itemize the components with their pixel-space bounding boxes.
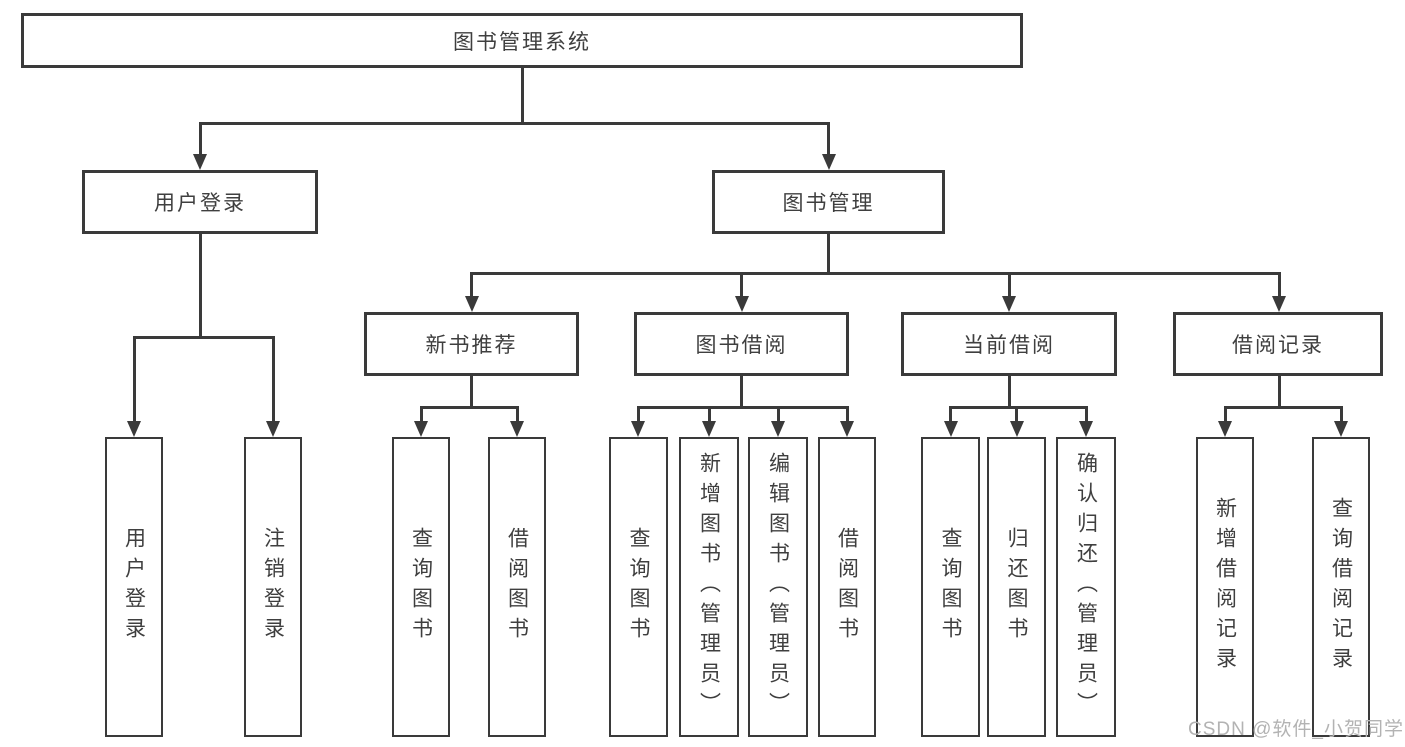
node-new-book-recommend: 新书推荐	[364, 312, 579, 376]
connector-line	[1277, 376, 1281, 406]
node-leaf-query-borrow-record-label: 查询借阅记录	[1329, 497, 1353, 677]
node-leaf-query-book-2-label: 查询图书	[627, 527, 650, 647]
connector-line	[520, 68, 524, 125]
node-leaf-edit-book-admin: 编辑图书（管理员）	[748, 437, 808, 737]
connector-line	[470, 376, 473, 406]
connector-line	[1223, 406, 1343, 409]
connector-line	[827, 234, 830, 272]
connector-line	[776, 406, 780, 423]
arrow-down-icon	[193, 154, 207, 170]
arrow-down-icon	[414, 421, 428, 437]
connector-line	[1007, 272, 1011, 298]
connector-line	[949, 406, 1087, 409]
node-leaf-query-book-2: 查询图书	[609, 437, 668, 737]
arrow-down-icon	[943, 421, 958, 437]
connector-line	[1007, 376, 1011, 406]
connector-line	[1084, 406, 1088, 423]
node-leaf-query-book-1: 查询图书	[392, 437, 450, 737]
node-current-borrow-label: 当前借阅	[963, 334, 1055, 357]
node-leaf-confirm-return-admin: 确认归还（管理员）	[1056, 437, 1116, 737]
node-leaf-add-book-admin-label: 新增图书（管理员）	[697, 452, 721, 722]
node-leaf-add-book-admin: 新增图书（管理员）	[679, 437, 739, 737]
arrow-down-icon	[1334, 421, 1348, 437]
connector-line	[636, 406, 640, 423]
connector-line	[827, 122, 830, 156]
connector-line	[1223, 406, 1227, 423]
node-leaf-confirm-return-admin-label: 确认归还（管理员）	[1074, 452, 1098, 722]
arrow-down-icon	[1218, 421, 1232, 437]
node-leaf-user-login: 用户登录	[105, 437, 163, 737]
arrow-down-icon	[510, 421, 524, 437]
connector-line	[419, 406, 519, 409]
arrow-down-icon	[1272, 296, 1286, 312]
node-leaf-edit-book-admin-label: 编辑图书（管理员）	[766, 452, 790, 722]
connector-line	[271, 336, 275, 423]
arrow-down-icon	[702, 421, 716, 437]
arrow-down-icon	[771, 421, 785, 437]
arrow-down-icon	[464, 296, 479, 312]
node-leaf-logout: 注销登录	[244, 437, 302, 737]
connector-line	[132, 336, 136, 423]
node-leaf-query-book-1-label: 查询图书	[409, 527, 433, 647]
watermark: CSDN @软件_小贺同学	[1188, 719, 1404, 740]
connector-line	[132, 336, 275, 339]
node-borrow-records: 借阅记录	[1173, 312, 1383, 376]
node-leaf-add-borrow-record: 新增借阅记录	[1196, 437, 1254, 737]
connector-line	[419, 406, 423, 423]
node-new-book-recommend-label: 新书推荐	[425, 334, 518, 357]
arrow-down-icon	[734, 296, 749, 312]
node-book-borrow: 图书借阅	[634, 312, 849, 376]
node-leaf-borrow-book-2-label: 借阅图书	[835, 527, 859, 647]
arrow-down-icon	[1079, 421, 1093, 437]
arrow-down-icon	[631, 421, 645, 437]
node-leaf-borrow-book-2: 借阅图书	[818, 437, 876, 737]
arrow-down-icon	[1002, 296, 1016, 312]
arrow-down-icon	[127, 421, 141, 437]
connector-line	[740, 272, 743, 298]
node-library-system: 图书管理系统	[21, 13, 1023, 68]
connector-line	[740, 376, 743, 406]
node-borrow-records-label: 借阅记录	[1232, 334, 1324, 357]
node-leaf-return-book-label: 归还图书	[1005, 527, 1028, 647]
node-leaf-add-borrow-record-label: 新增借阅记录	[1213, 497, 1237, 677]
node-leaf-query-borrow-record: 查询借阅记录	[1312, 437, 1370, 737]
node-library-system-label: 图书管理系统	[453, 30, 591, 54]
node-leaf-query-book-3: 查询图书	[921, 437, 980, 737]
arrow-down-icon	[266, 421, 280, 437]
node-user-login-label: 用户登录	[154, 192, 246, 215]
connector-line	[949, 406, 952, 423]
connector-line	[470, 272, 473, 298]
node-book-management-label: 图书管理	[782, 192, 875, 215]
arrow-down-icon	[821, 154, 836, 170]
connector-line	[198, 122, 829, 125]
node-leaf-borrow-book-1-label: 借阅图书	[505, 527, 529, 647]
node-leaf-user-login-label: 用户登录	[122, 527, 146, 647]
node-user-login: 用户登录	[82, 170, 318, 234]
connector-line	[707, 406, 711, 423]
connector-line	[198, 122, 202, 156]
node-leaf-borrow-book-1: 借阅图书	[488, 437, 546, 737]
arrow-down-icon	[1009, 421, 1024, 437]
connector-line	[1277, 272, 1281, 298]
connector-line	[845, 406, 849, 423]
connector-line	[636, 406, 849, 409]
connector-line	[1015, 406, 1018, 423]
node-leaf-return-book: 归还图书	[987, 437, 1046, 737]
node-book-management: 图书管理	[712, 170, 945, 234]
node-leaf-logout-label: 注销登录	[261, 527, 285, 647]
connector-line	[515, 406, 519, 423]
node-current-borrow: 当前借阅	[901, 312, 1117, 376]
connector-line	[198, 234, 202, 336]
node-book-borrow-label: 图书借阅	[695, 334, 788, 357]
arrow-down-icon	[840, 421, 854, 437]
connector-line	[1339, 406, 1343, 423]
node-leaf-query-book-3-label: 查询图书	[939, 527, 962, 647]
connector-line	[470, 272, 1280, 275]
